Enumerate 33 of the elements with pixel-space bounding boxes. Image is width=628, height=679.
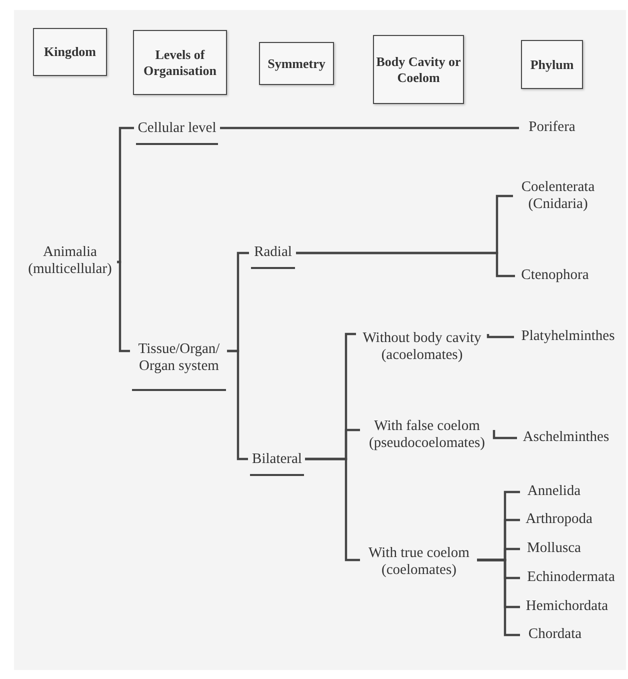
taxon-label: Mollusca	[522, 537, 586, 561]
connector-line	[486, 334, 514, 338]
taxon-label: Radial	[251, 238, 295, 269]
taxon-label: Arthropoda	[522, 508, 596, 532]
taxon-label: Platyhelminthes	[516, 324, 620, 350]
taxon-label: Chordata	[522, 623, 588, 647]
header-box: Kingdom	[33, 28, 107, 76]
header-box: Phylum	[521, 40, 583, 89]
taxon-label: Coelenterata (Cnidaria)	[515, 170, 601, 222]
header-box: Symmetry	[259, 42, 334, 85]
taxon-label: Annelida	[522, 480, 586, 504]
taxon-label: With true coelom (coelomates)	[362, 535, 476, 589]
connector-line	[296, 252, 515, 278]
taxon-label: With false coelom (pseudocoelomates)	[362, 408, 492, 462]
taxon-label: Echinodermata	[522, 566, 620, 590]
taxon-label: Animalia (multicellular)	[24, 232, 116, 290]
connector-line	[492, 430, 517, 440]
taxon-label: Porifera	[521, 116, 583, 140]
connector-line	[117, 126, 134, 264]
connector-line	[218, 126, 519, 130]
taxon-label: Tissue/Organ/ Organ system	[132, 327, 226, 391]
header-box: Body Cavity or Coelom	[373, 35, 464, 104]
taxon-label: Ctenophora	[517, 264, 593, 288]
taxon-label: Without body cavity (acoelomates)	[358, 320, 486, 374]
connector-line	[227, 350, 248, 460]
connector-line	[305, 458, 360, 562]
taxon-label: Bilateral	[250, 445, 304, 476]
taxon-label: Cellular level	[136, 114, 218, 145]
taxon-label: Aschelminthes	[519, 425, 613, 451]
connector-line	[117, 260, 130, 352]
header-box: Levels of Organisation	[133, 30, 227, 95]
connector-line	[477, 558, 520, 636]
taxon-label: Hemichordata	[522, 595, 612, 619]
